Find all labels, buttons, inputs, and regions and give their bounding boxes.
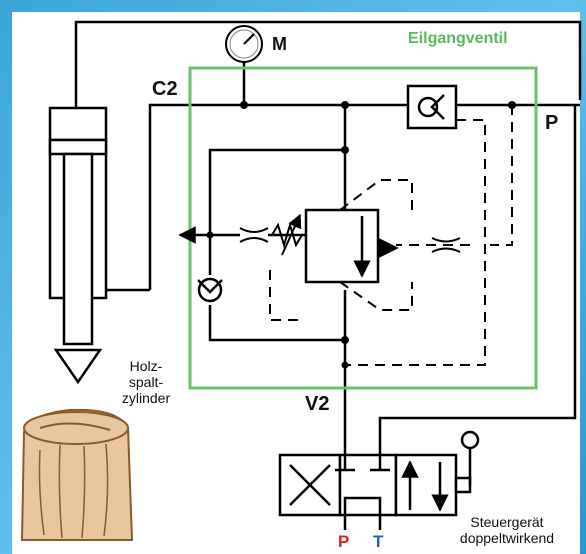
control-caption-line2: doppeltwirkend: [459, 530, 555, 546]
port-c2-label: C2: [152, 78, 178, 100]
check-valve: [406, 84, 458, 130]
bottom-t-label: T: [373, 532, 384, 551]
cylinder-caption-line3: zylinder: [121, 390, 171, 406]
inner-circuit: [178, 148, 399, 342]
cylinder-caption-line2: spalt-: [128, 374, 164, 390]
valve-title: Eilgangventil: [408, 30, 508, 47]
cylinder: [48, 106, 150, 385]
control-caption: Steuergerät doppeltwirkend: [452, 514, 562, 546]
ball-check: [197, 277, 223, 303]
pressure-gauge: [225, 25, 263, 63]
port-p-label: P: [545, 112, 559, 134]
bottom-p-label: P: [338, 532, 350, 551]
pilot-lines: [269, 105, 513, 366]
orifice-spring: [239, 213, 303, 256]
junction-dots: [206, 101, 516, 369]
cylinder-caption-line1: Holz-: [129, 358, 163, 374]
gauge-label: M: [272, 34, 287, 54]
cylinder-caption: Holz- spalt- zylinder: [112, 358, 180, 406]
port-v2-label: V2: [305, 393, 330, 415]
control-valve: [278, 430, 480, 530]
control-caption-line1: Steuergerät: [470, 514, 544, 530]
dashed-orifice: [431, 237, 461, 253]
wood-log: [20, 408, 134, 541]
